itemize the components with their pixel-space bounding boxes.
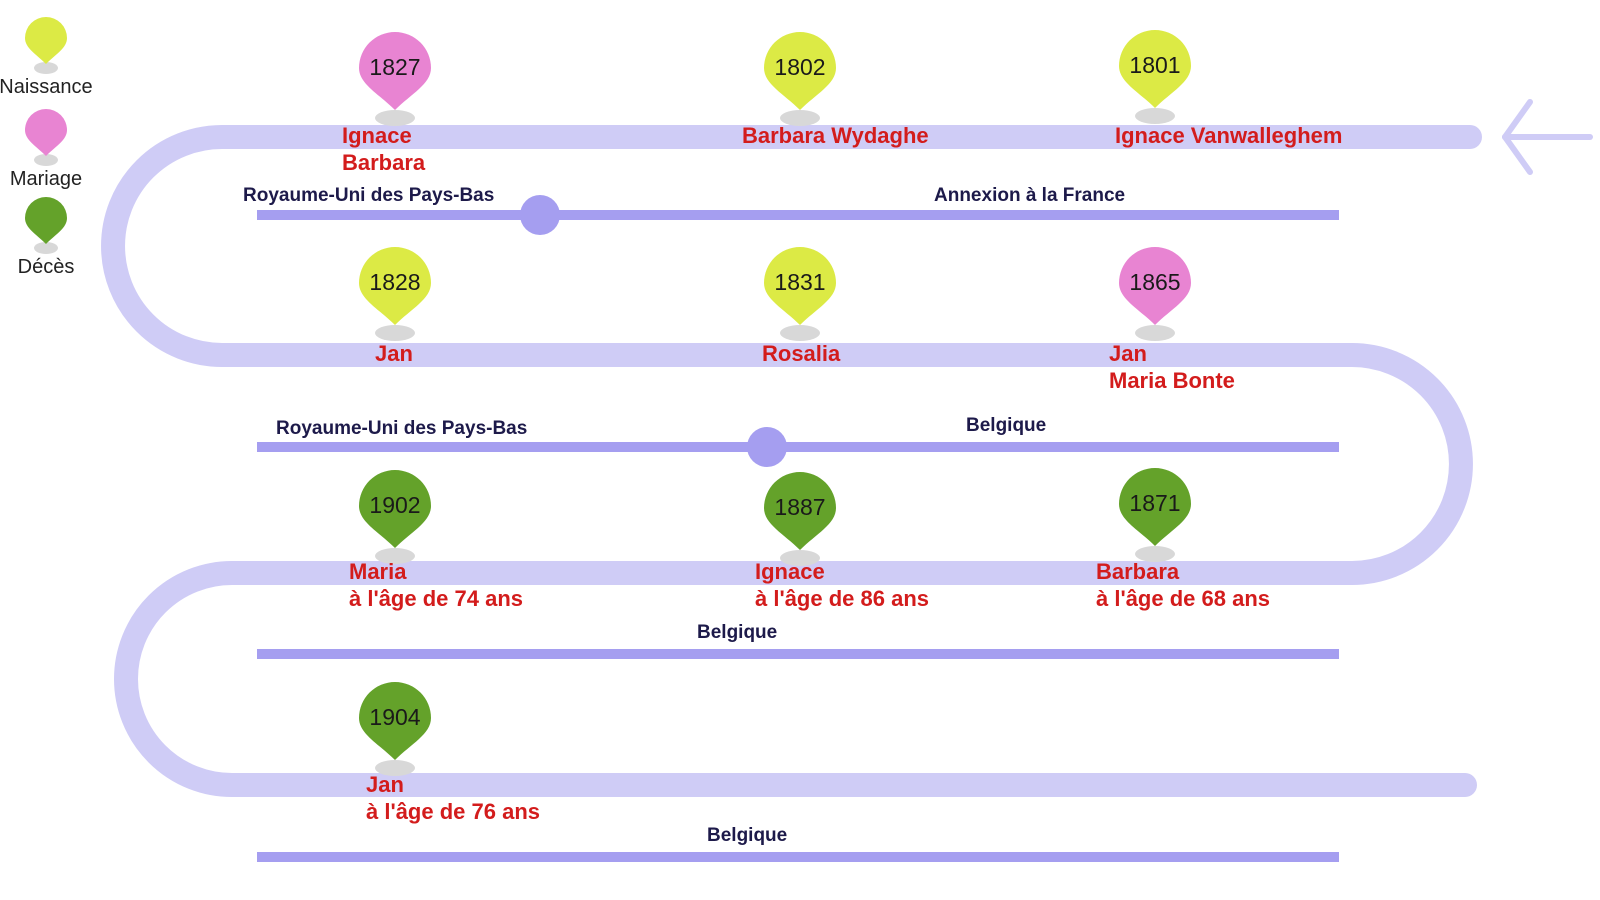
period-bars [257,195,1339,862]
event-label-line: Ignace [755,559,825,584]
event-label: Ignace Vanwalleghem [1115,122,1342,149]
event-label: Jan [375,340,413,367]
event-label-line: Maria Bonte [1109,368,1235,393]
legend-label-deces: Décès [17,256,75,278]
event-pin-naissance: 1831 [762,245,838,345]
event-year: 1865 [1129,269,1181,295]
period-label: Royaume-Uni des Pays-Bas [276,418,528,439]
pin-shadow [375,110,415,126]
pin-marker [1119,30,1191,108]
period-label: Belgique [707,825,788,846]
naissance-pin-icon [25,17,67,74]
event-year: 1827 [369,54,421,80]
legend-mariage: Mariage [0,108,106,191]
event-year: 1831 [774,269,826,295]
period-boundary-marker [747,427,787,467]
pin-marker [359,470,431,548]
pin-marker [764,247,836,325]
pin-shadow [375,325,415,341]
event-pin-deces: 1871 [1117,466,1193,566]
event-year: 1828 [369,269,421,295]
pin-shadow [375,548,415,564]
mariage-pin-icon [25,109,67,166]
event-label-line: Jan [375,341,413,366]
event-year: 1802 [774,54,826,80]
event-pin-deces: 1887 [762,470,838,570]
event-label: Rosalia [762,340,840,367]
pin-shadow [375,760,415,776]
event-label-line: à l'âge de 68 ans [1096,586,1270,611]
event-year: 1871 [1129,490,1181,516]
event-pin-naissance: 1801 [1117,28,1193,128]
pin-marker [764,472,836,550]
deces-pin-icon [1119,468,1191,562]
naissance-pin-icon [764,32,836,126]
pin-shadow [1135,325,1175,341]
pin-shadow [1135,546,1175,562]
arrow-left-icon [1502,99,1593,175]
pin-marker [1119,247,1191,325]
pin-shadow [780,550,820,566]
naissance-pin-icon [1119,30,1191,124]
event-label-line: Barbara [342,150,426,175]
event-pin-mariage: 1865 [1117,245,1193,345]
legend-label-mariage: Mariage [9,168,83,190]
legend-naissance: Naissance [0,16,106,99]
deces-pin-icon [25,197,67,254]
naissance-pin-icon [764,247,836,341]
event-pin-deces: 1902 [357,468,433,568]
pin-shadow [1135,108,1175,124]
mariage-pin-icon [359,32,431,126]
period-label: Belgique [697,622,778,643]
event-year: 1904 [369,704,421,730]
pin-marker [1119,468,1191,546]
event-label-line: Maria [349,559,407,584]
deces-pin-icon [359,682,431,776]
event-pin-naissance: 1828 [357,245,433,345]
event-label-line: Barbara Wydaghe [742,123,929,148]
legend-deces: Décès [0,196,106,279]
event-label-line: Rosalia [762,341,841,366]
period-boundary-marker [520,195,560,235]
naissance-pin-icon [359,247,431,341]
event-pin-deces: 1904 [357,680,433,780]
event-year: 1801 [1129,52,1181,78]
event-label-line: Jan [1109,341,1147,366]
pin-shadow [780,110,820,126]
deces-pin-icon [359,470,431,564]
legend-label-naissance: Naissance [0,76,93,98]
pin-shadow [780,325,820,341]
pin-marker [764,32,836,110]
event-label-line: à l'âge de 86 ans [755,586,929,611]
event-pin-naissance: 1802 [762,30,838,130]
period-label: Belgique [966,415,1047,436]
event-label-line: Jan [366,772,404,797]
pin-marker [359,247,431,325]
serpentine-road [101,125,1482,797]
event-year: 1902 [369,492,421,518]
period-label: Annexion à la France [934,185,1126,206]
event-label: Barbara Wydaghe [742,122,929,149]
event-label-line: Barbara [1096,559,1180,584]
event-label-line: à l'âge de 74 ans [349,586,523,611]
period-label: Royaume-Uni des Pays-Bas [243,185,495,206]
pin-marker [359,32,431,110]
mariage-pin-icon [1119,247,1191,341]
event-label-line: Ignace [342,123,412,148]
deces-pin-icon [764,472,836,566]
event-year: 1887 [774,494,826,520]
event-label-line: à l'âge de 76 ans [366,799,540,824]
event-label-line: Ignace Vanwalleghem [1115,123,1343,148]
pin-marker [359,682,431,760]
event-pin-mariage: 1827 [357,30,433,130]
